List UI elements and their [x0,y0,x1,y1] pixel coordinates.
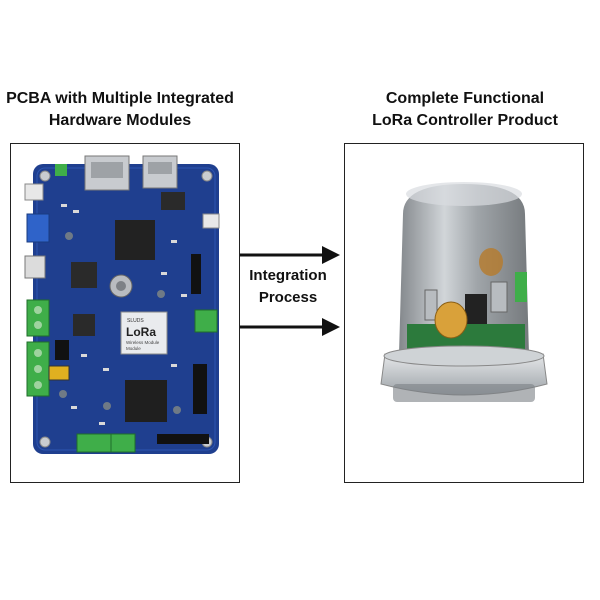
pcba-title: PCBA with Multiple Integrated Hardware M… [0,88,240,132]
left-terminal-blocks [26,299,50,397]
mcu-chip [115,220,155,260]
product-panel [344,143,584,483]
lower-arrow-head [322,318,340,336]
lora-module-label: LoRa [126,325,156,339]
pcba-board-image: SLUDS LoRa Wireless Module Module [24,155,220,454]
lora-controller-image [380,182,548,402]
lora-module [120,311,168,355]
pcb-board [33,164,219,454]
pcba-title-line2: Hardware Modules [48,112,192,129]
pcba-panel: SLUDS LoRa Wireless Module Module [10,143,240,483]
right-terminal-block [194,309,218,333]
lora-module-top-label: SLUDS [127,318,144,324]
product-title-line1: Complete Functional [385,90,545,107]
process-label-line2: Process [258,289,318,306]
product-title-line2: LoRa Controller Product [372,112,558,129]
processor-chip [125,380,167,422]
product-title: Complete Functional LoRa Controller Prod… [350,88,580,132]
process-label-line1: Integration [249,267,327,284]
integration-process-label: Integration Process [236,265,340,309]
pcba-title-line1: PCBA with Multiple Integrated [6,90,234,107]
upper-arrow-head [322,246,340,264]
lora-module-sub1: Wireless Module [126,340,160,345]
lora-module-sub2: Module [126,346,141,351]
